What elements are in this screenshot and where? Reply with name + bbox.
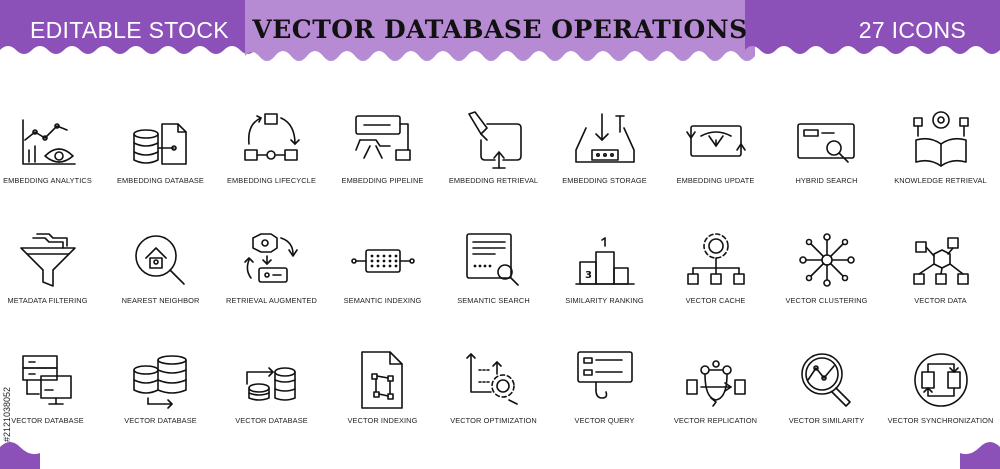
icon-tile: VECTOR QUERY — [549, 350, 660, 425]
knowledge-book-icon — [912, 111, 969, 167]
database-document-icon — [132, 123, 187, 165]
chip-icon — [350, 249, 415, 273]
icon-tile: VECTOR DATABASE — [105, 350, 216, 425]
footer-wave — [0, 442, 1000, 469]
icon-label: SEMANTIC INDEXING — [343, 296, 422, 305]
icon-label: EMBEDDING RETRIEVAL — [448, 176, 539, 185]
icon-label: VECTOR INDEXING — [347, 416, 418, 425]
icon-label: VECTOR DATABASE — [11, 416, 84, 425]
icon-label: VECTOR CLUSTERING — [785, 296, 868, 305]
database-stack-icon — [132, 355, 187, 409]
icon-label: EMBEDDING ANALYTICS — [3, 176, 92, 185]
icon-label: VECTOR DATABASE — [235, 416, 308, 425]
icon-tile: VECTOR SIMILARITY — [771, 350, 882, 425]
icon-label: HYBRID SEARCH — [795, 176, 858, 185]
retrieval-hand-icon — [467, 111, 522, 169]
icon-label: VECTOR SYNCHRONIZATION — [887, 416, 994, 425]
icon-label: VECTOR QUERY — [574, 416, 635, 425]
synchronization-icon — [913, 353, 968, 407]
icon-label: SEMANTIC SEARCH — [457, 296, 530, 305]
icon-tile: KNOWLEDGE RETRIEVAL — [885, 110, 996, 185]
icon-label: SIMILARITY RANKING — [565, 296, 644, 305]
editable-stock-label: EDITABLE STOCK — [30, 17, 229, 43]
semantic-search-icon — [465, 233, 519, 286]
database-arrow-icon — [245, 367, 296, 401]
icon-tile: SEMANTIC SEARCH — [438, 230, 549, 305]
icon-label: EMBEDDING DATABASE — [117, 176, 204, 185]
icon-tile: VECTOR DATA — [885, 230, 996, 305]
icon-label: RETRIEVAL AUGMENTED — [225, 296, 317, 305]
funnel-icon — [19, 233, 76, 287]
icon-label: EMBEDDING PIPELINE — [341, 176, 424, 185]
update-icon — [685, 125, 746, 157]
page-title: VECTOR DATABASE OPERATIONS — [252, 15, 748, 44]
icon-tile: NEAREST NEIGHBOR — [105, 230, 216, 305]
icon-label: EMBEDDING LIFECYCLE — [227, 176, 316, 185]
icon-tile: VECTOR SYNCHRONIZATION — [885, 350, 996, 425]
icon-tile: SEMANTIC INDEXING — [327, 230, 438, 305]
icon-tile: VECTOR REPLICATION — [660, 350, 771, 425]
similarity-magnifier-icon — [800, 353, 851, 407]
replication-icon — [685, 360, 746, 407]
icon-tile: VECTOR INDEXING — [327, 350, 438, 425]
icon-tile: VECTOR OPTIMIZATION — [438, 350, 549, 425]
icon-tile: EMBEDDING RETRIEVAL — [438, 110, 549, 185]
icon-tile: 3 SIMILARITY RANKING — [549, 230, 660, 305]
icon-tile: VECTOR CACHE — [660, 230, 771, 305]
icon-label: METADATA FILTERING — [7, 296, 88, 305]
icon-tile: EMBEDDING STORAGE — [549, 110, 660, 185]
storage-tray-icon — [574, 113, 635, 163]
icon-label: EMBEDDING STORAGE — [562, 176, 647, 185]
lifecycle-icon — [243, 113, 300, 161]
header-banner: EDITABLE STOCK VECTOR DATABASE OPERATION… — [0, 0, 1000, 75]
svg-text:3: 3 — [585, 270, 592, 281]
icon-label: VECTOR DATABASE — [124, 416, 197, 425]
icon-label: VECTOR REPLICATION — [673, 416, 758, 425]
analytics-eye-icon — [21, 119, 76, 165]
icon-tile: VECTOR DATABASE — [216, 350, 327, 425]
optimization-icon — [465, 353, 518, 405]
pipeline-icon — [354, 115, 411, 161]
icon-label: VECTOR CACHE — [685, 296, 746, 305]
icon-tile: EMBEDDING LIFECYCLE — [216, 110, 327, 185]
icon-label: EMBEDDING UPDATE — [676, 176, 755, 185]
icon-label: KNOWLEDGE RETRIEVAL — [894, 176, 987, 185]
hybrid-search-icon — [796, 123, 855, 163]
indexing-document-icon — [360, 351, 403, 409]
icon-label: VECTOR SIMILARITY — [788, 416, 865, 425]
gear-network-icon — [686, 233, 745, 285]
icon-label: VECTOR DATA — [914, 296, 967, 305]
podium-icon: 3 — [574, 237, 635, 285]
query-hook-icon — [576, 351, 633, 399]
icon-label: VECTOR OPTIMIZATION — [450, 416, 537, 425]
icon-count-label: 27 ICONS — [858, 17, 966, 43]
icon-label: NEAREST NEIGHBOR — [121, 296, 200, 305]
icon-tile: EMBEDDING PIPELINE — [327, 110, 438, 185]
icon-tile: HYBRID SEARCH — [771, 110, 882, 185]
icon-tile: EMBEDDING DATABASE — [105, 110, 216, 185]
icon-tile: METADATA FILTERING — [0, 230, 103, 305]
icon-tile: VECTOR DATABASE — [0, 350, 103, 425]
icon-tile: VECTOR CLUSTERING — [771, 230, 882, 305]
icon-tile: EMBEDDING UPDATE — [660, 110, 771, 185]
cluster-icon — [798, 233, 855, 287]
banner-background — [0, 0, 1000, 61]
retrieval-augmented-icon — [243, 233, 298, 283]
vector-data-icon — [912, 237, 969, 285]
server-monitor-icon — [21, 355, 72, 405]
icon-tile: EMBEDDING ANALYTICS — [0, 110, 103, 185]
nearest-neighbor-icon — [134, 235, 185, 285]
icon-tile: RETRIEVAL AUGMENTED — [216, 230, 327, 305]
